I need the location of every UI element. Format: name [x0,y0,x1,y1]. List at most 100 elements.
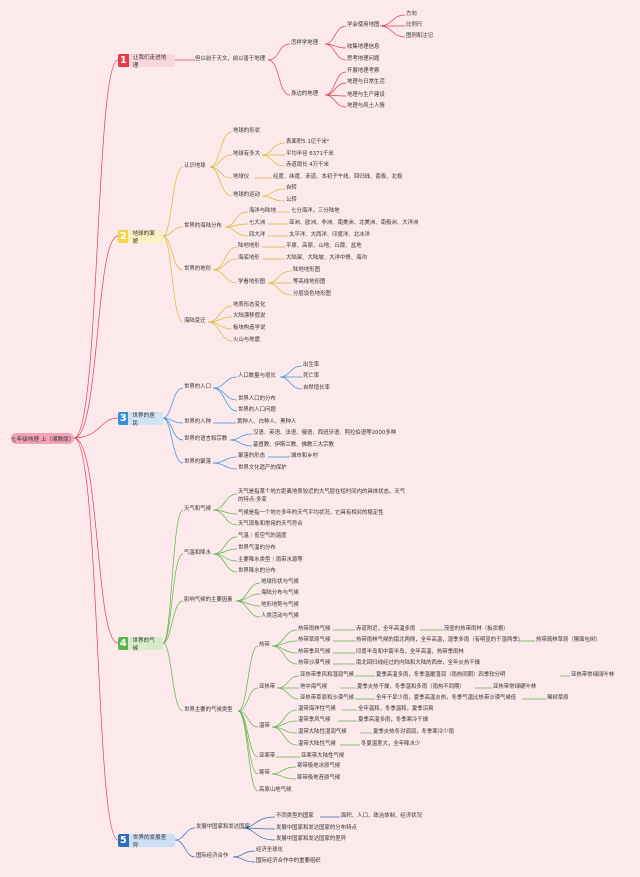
topic-node[interactable]: 热带季风气候 [298,649,331,655]
chapter-3-node[interactable]: 3 世界的居民 [118,412,163,427]
topic-node[interactable]: 经度、纬度、赤道、本初子午线、回归线、南极、北极 [273,174,403,180]
topic-node[interactable]: 世界的地形 [184,266,211,272]
topic-node[interactable]: 世界文化遗产的保护 [238,465,287,471]
topic-node[interactable]: 茂密的热带雨林（板状根） [444,626,509,632]
topic-node[interactable]: 发展中国家和发达国家的差异 [276,836,347,842]
topic-node[interactable]: 亚热带常绿硬叶林 [493,684,537,690]
topic-node[interactable]: 面积、人口、政治体制、经济状况 [341,813,422,819]
topic-node[interactable]: 表面积5.1亿千米² [286,139,330,145]
topic-node[interactable]: 世界降水的分布 [238,568,276,574]
topic-node[interactable]: 热带雨林气候的南北两侧，全年高温，湿季多雨（有明显的干湿两季） [356,637,524,643]
topic-node[interactable]: 陆地地形图 [293,267,320,273]
topic-node[interactable]: 温带大陆性气候 [298,741,336,747]
topic-node[interactable]: 亚寒带大陆性气候 [301,753,345,759]
topic-node[interactable]: 地球形状与气候 [261,579,299,585]
topic-node[interactable]: 大陆架、大陆坡、大洋中脊、海沟 [286,255,367,261]
topic-node[interactable]: 气温｜低空气的温度 [238,533,287,539]
topic-node[interactable]: 城市和乡村 [291,453,318,459]
topic-node[interactable]: 地球的形状 [233,128,260,134]
topic-node[interactable]: 夏季炎热干燥，冬季温和多雨（雨热不同期） [357,684,465,690]
topic-node[interactable]: 七大洲 [249,220,266,226]
topic-node[interactable]: 身边的地理 [291,91,318,97]
topic-node[interactable]: 收集地理信息 [347,44,380,50]
topic-node[interactable]: 赤道附近，全年高温多雨 [356,626,416,632]
topic-node[interactable]: 世界的聚落 [184,459,211,465]
topic-node[interactable]: 温带 [259,723,270,729]
topic-node[interactable]: 地理与生产建设 [347,92,385,98]
root-topic[interactable]: 七年级地理 上（湘教版） [11,433,74,444]
topic-node[interactable]: 世界的海陆分布 [184,223,222,229]
topic-node[interactable]: 高原山地气候 [259,787,292,793]
topic-node[interactable]: 气候是指一个地方多年的天气平均状况，它具有相对的稳定性 [238,510,384,516]
topic-node[interactable]: 火山与地震 [233,337,260,343]
topic-node[interactable]: 冬夏温差大，全年降水少 [361,741,421,747]
topic-node[interactable]: 天气和气候 [184,506,211,512]
topic-node[interactable]: 世界气温的分布 [238,545,276,551]
topic-node[interactable]: 地表形态变化 [233,302,266,308]
topic-node[interactable]: 热带疏林草原（猴面包树） [536,637,601,643]
topic-node[interactable]: 国际经济合作中的重要组织 [256,858,321,864]
topic-node[interactable]: 全年干旱少雨，夏季高温炎热，冬季气温比热带沙漠气候低 [376,695,517,701]
topic-node[interactable]: 亚寒带 [259,753,276,759]
topic-node[interactable]: 分层设色地形图 [293,291,331,297]
topic-node[interactable]: 国际经济合作 [196,853,229,859]
topic-node[interactable]: 亚热带 [259,684,276,690]
topic-node[interactable]: 天气是指某个地方距离地表较近的大气层在短时间内的具体状态。天气 [238,489,406,495]
topic-node[interactable]: 公转 [286,197,297,203]
topic-node[interactable]: 全年温和，冬季温和，夏季凉爽 [358,706,434,712]
topic-node[interactable]: 比例尺 [406,22,423,28]
topic-node[interactable]: 世界主要的气候类型 [184,707,233,713]
topic-node[interactable]: 板块构造学说 [233,325,266,331]
topic-node[interactable]: 亚热带常绿阔叶林 [571,672,615,678]
chapter-2-node[interactable]: 2 地球的面貌 [118,230,163,245]
topic-node[interactable]: 热带沙漠气候 [298,660,331,666]
topic-node[interactable]: 世界的人种 [184,419,211,425]
chapter-1-node[interactable]: 1 让我们走进地理 [118,54,175,69]
topic-node[interactable]: 气温和降水 [184,550,211,556]
topic-node[interactable]: 世界的语言和宗教 [184,436,228,442]
topic-node[interactable]: 图例和注记 [406,33,433,39]
topic-node[interactable]: 地球的运动 [233,192,260,198]
topic-node[interactable]: 陆地地形 [238,243,260,249]
topic-node[interactable]: 自然增长率 [303,385,330,391]
topic-node[interactable]: 地中海气候 [300,684,327,690]
topic-node[interactable]: 发展中国家和发达国家 [196,824,250,830]
topic-node[interactable]: 方向 [406,11,417,17]
topic-node[interactable]: 海陆分布与气候 [261,590,299,596]
topic-node[interactable]: 地理与日常生活 [347,79,385,85]
topic-node[interactable]: 经济全球化 [256,847,283,853]
topic-node[interactable]: 人口数量与增长 [238,373,276,379]
topic-node[interactable]: 世界人口的分布 [238,396,276,402]
topic-node[interactable]: 怎样学地理 [291,40,318,46]
topic-node[interactable]: 不同类型的国家 [276,813,314,819]
topic-node[interactable]: 黄种人、白种人、黑种人 [237,419,297,425]
topic-node[interactable]: 稀树草原 [547,695,569,701]
topic-node[interactable]: 平均半径 6371千米 [286,151,334,157]
topic-node[interactable]: 亚洲、欧洲、非洲、南美洲、北美洲、南极洲、大洋洲 [289,220,419,226]
topic-node[interactable]: 热带 [259,642,270,648]
topic-node[interactable]: 学看地形图 [238,279,265,285]
topic-node[interactable]: 平原、高原、山地、丘陵、盆地 [286,243,362,249]
topic-node[interactable]: 大陆漂移假说 [233,313,266,319]
topic-node[interactable]: 寒带极地冰原气候 [297,763,341,769]
topic-node[interactable]: 世界的人口 [184,384,211,390]
topic-node[interactable]: 太平洋、大西洋、印度洋、北冰洋 [289,232,370,238]
topic-node[interactable]: 海洋与陆地 [249,208,276,214]
topic-node[interactable]: 聚落的形态 [238,453,265,459]
topic-node[interactable]: 地形地势与气候 [261,602,299,608]
topic-node[interactable]: 海陆变迁 [184,318,206,324]
topic-node[interactable]: 但以前于天文，前以善于地理 [195,56,266,62]
topic-node[interactable]: 地理与风土人情 [347,103,385,109]
topic-node[interactable]: 亚热带草原和沙漠气候 [300,695,354,701]
topic-node[interactable]: 温带海洋性气候 [298,706,336,712]
topic-node[interactable]: 夏季高温多雨，冬季寒冷干燥 [358,717,429,723]
topic-node[interactable]: 死亡率 [303,373,320,379]
topic-node[interactable]: 发展中国家和发达国家的分布特点 [276,825,357,831]
topic-node[interactable]: 等高线地形图 [293,279,326,285]
topic-node[interactable]: 海底地形 [238,255,260,261]
topic-node[interactable]: 影响气候的主要因素 [184,597,233,603]
topic-node[interactable]: 开展地理考察 [347,68,380,74]
topic-node[interactable]: 世界的人口问题 [238,407,276,413]
topic-node[interactable]: 地球有多大 [233,151,260,157]
topic-node[interactable]: 温带季风气候 [298,717,331,723]
